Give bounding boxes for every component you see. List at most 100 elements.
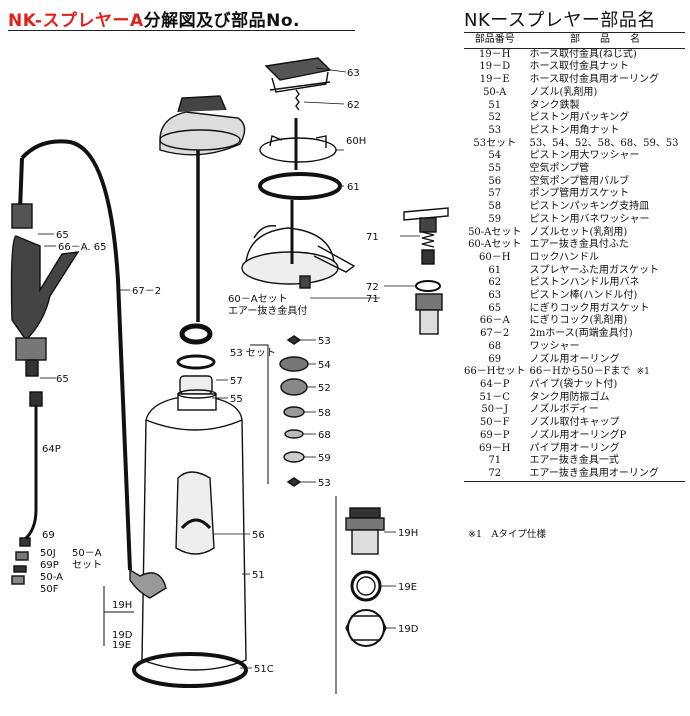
- label-60A-set-desc: エアー抜き金具付: [228, 304, 307, 317]
- part-number: 19－E: [479, 74, 510, 86]
- leader-lines: [38, 67, 420, 669]
- label-71-bottom: 71: [366, 294, 379, 305]
- part-note: ※1: [636, 367, 650, 378]
- part-name-text: 空気ポンプ管用バルブ: [529, 175, 630, 187]
- part-name-text: タンク用防振ゴム: [529, 391, 610, 403]
- label-55: 55: [230, 394, 243, 405]
- part-number: 59: [488, 213, 502, 225]
- part-number: 68: [488, 340, 502, 352]
- header-part-number: 部品番号: [464, 32, 526, 49]
- part-name-text: スプレヤーふた用ガスケット: [529, 264, 660, 276]
- part-name: 空気ポンプ管: [525, 163, 684, 176]
- part-name-text: ノズルボディー: [529, 404, 599, 416]
- table-row: 69－P ノズル用オーリングP: [464, 430, 685, 443]
- part-name: ノズル(乳剤用): [525, 87, 684, 100]
- part-number: 69－P: [480, 429, 510, 441]
- part-number: 50-Aセット: [468, 226, 522, 238]
- gasket-57: [176, 323, 216, 395]
- part-name-text: エアー抜き金具用オーリング: [529, 467, 659, 479]
- part-number: 50－F: [479, 417, 510, 429]
- part-name-text: ポンプ管用ガスケット: [529, 188, 630, 200]
- part-name-text: ノズル取付キャップ: [529, 417, 620, 429]
- part-name: ピストン用パッキング: [525, 112, 684, 125]
- label-53-b: 53: [318, 478, 331, 489]
- part-name: ノズル用オーリングP: [525, 430, 684, 443]
- part-number: 72: [464, 467, 526, 482]
- part-number: 52: [488, 112, 502, 124]
- part-name: 2mホース(両端金具付): [525, 328, 684, 341]
- part-number: 71: [488, 455, 502, 467]
- label-69: 69: [42, 530, 55, 541]
- label-50-A: 50-A: [40, 572, 63, 583]
- exploded-diagram: 63 62 60H 61 71 72 71 60－Aセット エアー抜き金具付 6…: [10, 57, 449, 694]
- part-name-text: ピストン用バネワッシャー: [529, 213, 650, 225]
- label-57: 57: [230, 376, 243, 387]
- table-row: 60-Aセットエアー抜き金具付ふた: [464, 239, 685, 252]
- part-name: タンク鉄製: [525, 100, 684, 113]
- part-number: 54: [488, 150, 502, 162]
- part-name-text: ノズル(乳剤用): [529, 86, 598, 98]
- title-underline: [8, 30, 355, 31]
- table-row: 19－H ホース取付金具(ねじ式): [464, 48, 685, 61]
- label-56: 56: [252, 530, 265, 541]
- label-50A-set: 50－A: [72, 548, 102, 559]
- part-name: ワッシャー: [525, 341, 684, 354]
- part-number: 64－P: [480, 378, 510, 390]
- parts-list-title: NKースプレヤー部品名: [464, 10, 656, 31]
- part-name-text: パイプ(袋ナット付): [529, 378, 618, 390]
- footnote: ※1 Aタイプ仕様: [468, 529, 546, 540]
- lid-ring-part-60H: [259, 118, 337, 170]
- part-name-text: ピストン用角ナット: [529, 124, 620, 136]
- part-name: 53、54、52、58、68、59、53: [525, 138, 684, 151]
- table-row: 52 ピストン用パッキング: [464, 112, 685, 125]
- part-number: 51: [488, 99, 502, 111]
- rubber-ring-part-51C: [132, 652, 248, 688]
- label-68: 68: [318, 430, 331, 441]
- lock-handle-part-60H: [159, 95, 246, 156]
- part-name: にぎりコック(乳剤用): [525, 315, 684, 328]
- part-name: 空気ポンプ管用バルブ: [525, 176, 684, 189]
- label-19E-right: 19E: [398, 582, 417, 593]
- part-name-text: 66－Hから50－Fまで: [529, 366, 631, 378]
- label-64P: 64P: [42, 444, 61, 455]
- part-name-text: にぎりコック用ガスケット: [529, 302, 650, 314]
- label-51C: 51C: [254, 664, 274, 675]
- label-60H: 60H: [346, 136, 366, 147]
- set-bracket: [250, 344, 269, 484]
- part-name: ノズル用オーリング: [525, 354, 684, 367]
- part-number: 51－C: [479, 391, 510, 403]
- air-release-part-71: [403, 207, 449, 265]
- part-name: ホース取付金具(ねじ式): [525, 48, 684, 61]
- part-name: にぎりコック用ガスケット: [525, 303, 684, 316]
- table-row: 51 タンク鉄製: [464, 100, 685, 113]
- label-19H-right: 19H: [398, 528, 418, 539]
- label-63: 63: [347, 68, 360, 79]
- part-name: ピストン用バネワッシャー: [525, 214, 684, 227]
- hose-part-67-2: [18, 139, 132, 571]
- label-60A-set: 60－Aセット: [228, 293, 288, 305]
- pipe-part-64P: [22, 391, 43, 542]
- part-name: ロックハンドル: [525, 252, 684, 265]
- part-name: ホース取付金具用オーリング: [525, 74, 684, 87]
- part-name-text: ピストン用大ワッシャー: [529, 150, 640, 162]
- nozzle-parts-50A: [11, 537, 31, 585]
- piston-handle-part-63: [264, 57, 332, 93]
- part-name: エアー抜き金具付ふた: [525, 239, 684, 252]
- piston-set-parts: [279, 335, 309, 487]
- part-name: 66－Hから50－Fまで ※1: [525, 366, 684, 379]
- part-number: 19－H: [479, 48, 511, 60]
- diagram-title-rest: 分解図及び部品No.: [143, 11, 301, 31]
- fitting-leader: [103, 586, 134, 646]
- part-number: 53セット: [473, 137, 517, 149]
- header-part-name: 部 品 名: [525, 32, 685, 49]
- part-name: ピストンパッキング支持皿: [525, 201, 684, 214]
